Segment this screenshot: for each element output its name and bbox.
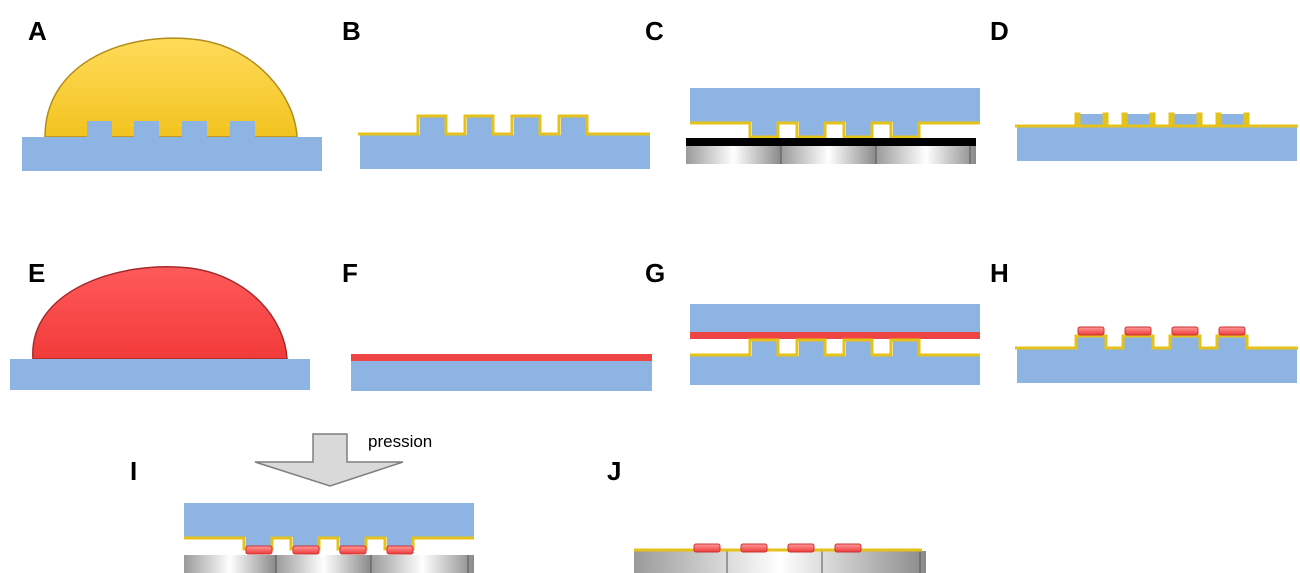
panel-i-pressing xyxy=(184,503,474,573)
panel-label-b: B xyxy=(342,16,361,46)
panel-label-e: E xyxy=(28,258,45,288)
panel-label-g: G xyxy=(645,258,665,288)
panel-label-j: J xyxy=(607,456,621,486)
panel-d-gold-on-substrate xyxy=(1015,112,1298,161)
panel-b-gold-coated-stamp xyxy=(358,114,650,169)
panel-label-a: A xyxy=(28,16,47,46)
panel-a-gold-droplet xyxy=(22,37,322,171)
panel-c-transfer-to-metal xyxy=(686,88,980,164)
panel-h-resist-on-tops xyxy=(1015,326,1298,383)
panel-label-c: C xyxy=(645,16,664,46)
panel-j-final-pattern xyxy=(634,543,926,573)
pressure-label: pression xyxy=(368,432,432,451)
panel-label-d: D xyxy=(990,16,1009,46)
panel-label-f: F xyxy=(342,258,358,288)
panel-label-h: H xyxy=(990,258,1009,288)
pressure-arrow xyxy=(254,433,404,487)
panel-e-resist-droplet xyxy=(10,266,310,390)
panel-g-resist-contact xyxy=(690,304,980,385)
panel-f-resist-film xyxy=(351,354,652,391)
panel-label-i: I xyxy=(130,456,137,486)
